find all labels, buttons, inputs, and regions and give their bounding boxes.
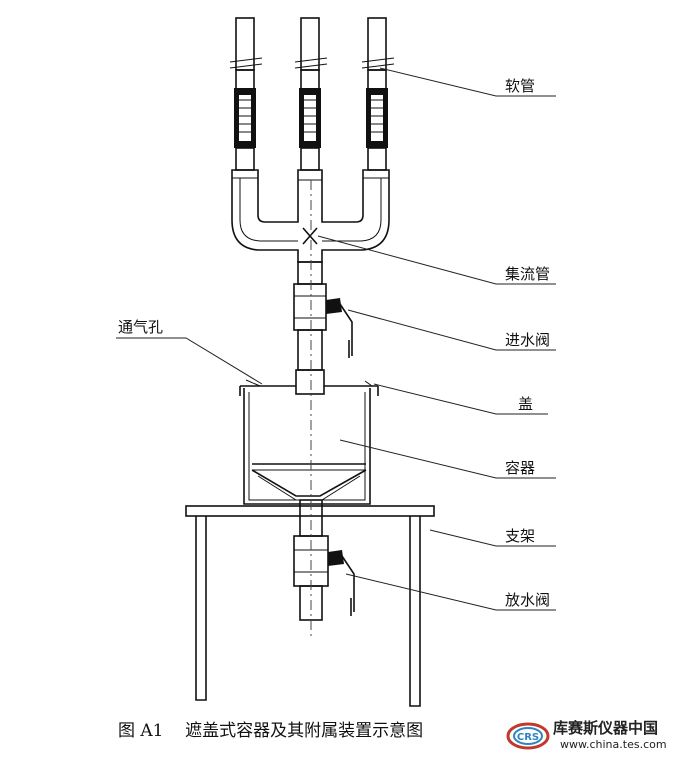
label-hose: 软管 xyxy=(505,77,535,95)
label-vent-hole: 通气孔 xyxy=(118,318,163,336)
figure-caption: 图 A1 遮盖式容器及其附属装置示意图 xyxy=(118,721,423,741)
watermark-logo: CRS xyxy=(506,722,550,750)
inlet-nozzle xyxy=(295,369,325,395)
inlet-valve xyxy=(293,283,353,358)
drain-valve xyxy=(293,535,355,616)
watermark-logo-text: CRS xyxy=(517,732,539,743)
hose-left xyxy=(229,17,263,171)
label-lid: 盖 xyxy=(518,395,533,413)
lid xyxy=(239,379,379,396)
hose-right xyxy=(361,17,395,171)
hose-center xyxy=(294,17,328,171)
stand xyxy=(185,505,435,707)
label-stand: 支架 xyxy=(505,527,535,545)
label-container: 容器 xyxy=(505,459,535,477)
watermark-brand: 库赛斯仪器中国 xyxy=(553,719,658,737)
label-manifold: 集流管 xyxy=(505,265,550,283)
container xyxy=(243,388,371,505)
leader-lines xyxy=(116,67,556,611)
manifold xyxy=(231,169,390,263)
inlet-pipe-lower xyxy=(297,329,323,371)
label-inlet-valve: 进水阀 xyxy=(505,331,550,349)
inlet-pipe xyxy=(297,261,323,285)
label-drain-valve: 放水阀 xyxy=(505,591,550,609)
watermark-url: www.china.tes.com xyxy=(560,738,667,751)
